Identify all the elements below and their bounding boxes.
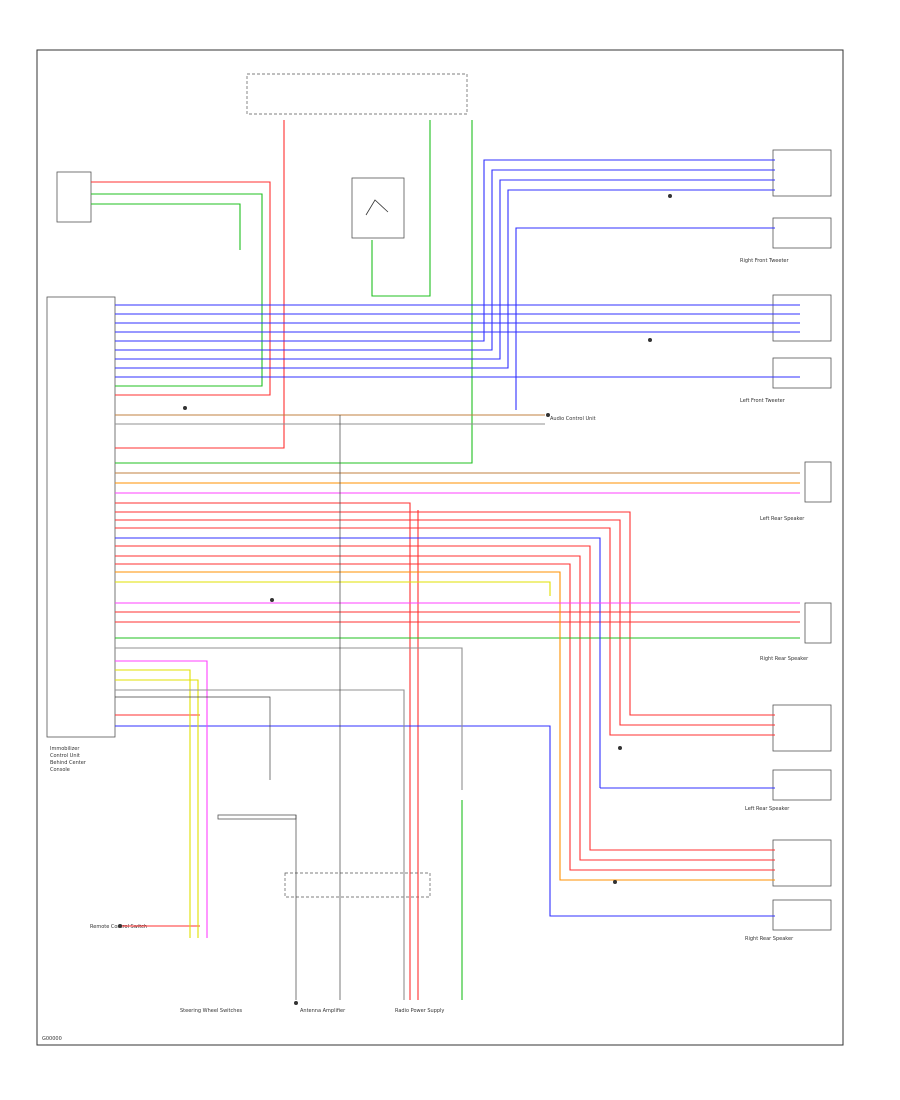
wire-red-2 (115, 120, 285, 449)
diagram-frame (36, 49, 844, 1046)
wire-blue-7 (115, 179, 775, 360)
ground-point-5 (668, 194, 672, 198)
main-unit-label-4: Console (50, 767, 70, 773)
wire-red-1 (91, 181, 271, 396)
ground-point-6 (648, 338, 652, 342)
rear-speaker-connector-4 (772, 899, 832, 931)
ground-point-3 (546, 413, 550, 417)
rear-speaker-connector-3 (772, 839, 832, 887)
ground-point-2 (118, 924, 122, 928)
lr-speaker-label: Left Rear Speaker (760, 516, 805, 522)
rear-speaker-connector-1 (772, 704, 832, 752)
wire-yellow-1 (115, 581, 551, 596)
main-control-unit (46, 296, 116, 738)
relay-switch (351, 177, 405, 239)
rf-tweeter-connector (772, 149, 832, 197)
wire-gray-2 (115, 647, 463, 790)
wire-blue-13 (115, 537, 601, 788)
rr-speaker-label: Right Rear Speaker (760, 656, 809, 662)
lf-tweeter-label: Left Front Tweeter (740, 398, 786, 404)
ground-point-1 (294, 1001, 298, 1005)
steering-sensor-connector (56, 171, 92, 223)
wire-red-6 (115, 511, 775, 716)
wire-red-8 (115, 527, 775, 736)
wire-blue-11 (115, 725, 775, 917)
audio-control-unit (284, 872, 431, 898)
main-unit-label-1: Immobilizer (50, 746, 80, 752)
fuse-block (246, 73, 468, 115)
wire-green-1 (91, 193, 263, 387)
main-unit-label-2: Control Unit (50, 753, 80, 759)
wire-pink-2 (115, 660, 208, 938)
wire-blue-10 (515, 227, 775, 410)
wire-green-2 (91, 203, 241, 250)
sw-left-box (217, 814, 297, 820)
ground-symbols (118, 194, 672, 1005)
footer-code: G00000 (42, 1036, 62, 1042)
right-rear-connector (804, 602, 832, 644)
wire-black-2 (115, 696, 271, 780)
main-unit-label: Immobilizer Control Unit Behind Center C… (50, 746, 87, 773)
wire-red-10 (115, 555, 775, 861)
lf-tweeter-connector (772, 294, 832, 342)
ground-point-8 (613, 880, 617, 884)
relay-contact (365, 199, 389, 216)
lf-tweeter-connector-2 (772, 357, 832, 389)
ground-point-9 (270, 598, 274, 602)
wire-orange-2 (115, 571, 775, 881)
audio-control-label: Audio Control Unit (550, 416, 596, 422)
wire-red-9 (115, 545, 775, 851)
wire-blue-6 (115, 169, 775, 351)
wire-blue-5 (115, 159, 775, 342)
lrear-speaker-label: Left Rear Speaker (745, 806, 790, 812)
radio-power-label: Radio Power Supply (395, 1008, 444, 1014)
wire-green-3 (371, 120, 431, 297)
ground-point-7 (618, 746, 622, 750)
wire-red-3 (115, 502, 411, 1000)
rf-tweeter-label: Right Front Tweeter (740, 258, 789, 264)
wire-red-11 (115, 563, 775, 871)
wire-blue-8 (115, 189, 775, 369)
wire-group (91, 120, 800, 1000)
rear-speaker-connector-2 (772, 769, 832, 801)
wire-gray-3 (115, 689, 405, 1000)
antenna-amp-label: Antenna Amplifier (300, 1008, 346, 1014)
main-unit-label-3: Behind Center (50, 760, 87, 766)
rf-tweeter-connector-2 (772, 217, 832, 249)
wire-yellow-3 (115, 679, 199, 938)
sw-left-label: Steering Wheel Switches (180, 1008, 243, 1014)
wire-green-4 (115, 120, 473, 464)
left-rear-connector (804, 461, 832, 503)
rrear-speaker-label: Right Rear Speaker (745, 936, 794, 942)
wire-red-7 (115, 519, 775, 726)
wire-yellow-2 (115, 669, 191, 938)
ground-point-4 (183, 406, 187, 410)
